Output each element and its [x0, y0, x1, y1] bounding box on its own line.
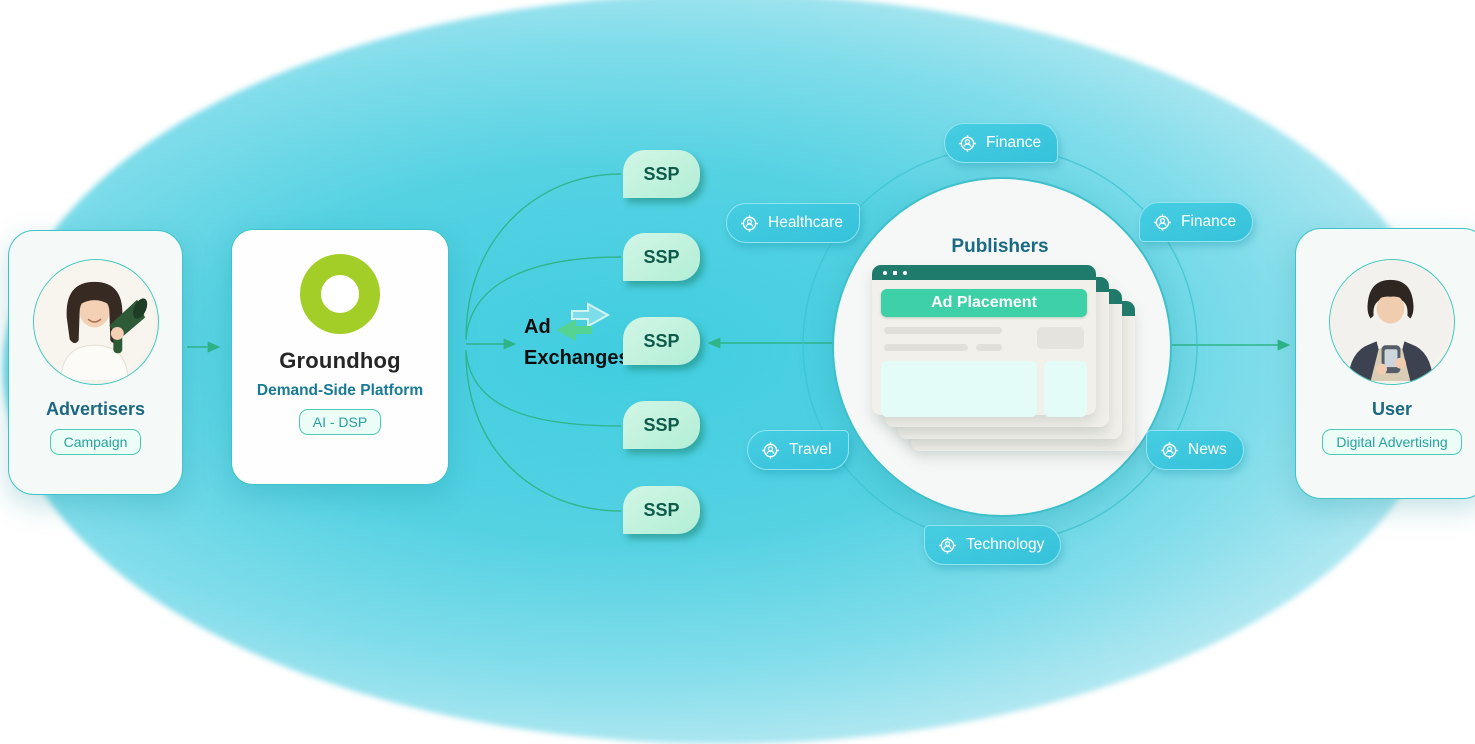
advertiser-photo: [32, 259, 159, 385]
tag-technology: Technology: [924, 525, 1062, 565]
ad-exchanges-line2: Exchanges: [524, 347, 630, 369]
window-control-dots-icon: [883, 270, 887, 275]
content-placeholders: [881, 361, 1087, 417]
green-ring-logo: [300, 254, 380, 334]
ssp-label: SSP: [643, 246, 680, 267]
ssp-node-3: SSP: [623, 317, 700, 365]
tag-label: News: [1188, 441, 1227, 458]
ssp-label: SSP: [643, 414, 680, 435]
window-bar: [872, 265, 1096, 280]
ssp-label: SSP: [643, 330, 680, 351]
advertisers-title: Advertisers: [45, 399, 146, 419]
tag-label: Finance: [986, 134, 1042, 151]
ai-dsp-badge: AI - DSP: [298, 409, 382, 435]
tag-label: Healthcare: [768, 214, 843, 231]
ad-placement-banner: Ad Placement: [881, 289, 1087, 317]
target-person-icon: [762, 441, 779, 459]
tag-news: News: [1146, 430, 1244, 470]
target-person-icon: [959, 134, 976, 152]
tag-finance-right: Finance: [1139, 202, 1254, 242]
tag-travel: Travel: [747, 430, 849, 470]
ssp-node-5: SSP: [623, 486, 700, 534]
digital-advertising-badge: Digital Advertising: [1322, 429, 1462, 455]
ad-exchanges-line1: Ad: [524, 316, 551, 338]
ssp-label: SSP: [643, 499, 680, 520]
user-card: User Digital Advertising: [1295, 228, 1475, 499]
window-control-dots-icon: [903, 270, 907, 275]
tag-finance-top: Finance: [944, 123, 1059, 163]
tag-label: Travel: [789, 441, 832, 458]
advertisers-card: Advertisers Campaign: [8, 230, 183, 495]
target-person-icon: [1161, 441, 1178, 459]
ssp-label: SSP: [643, 163, 680, 184]
brand-name: Groundhog: [279, 348, 401, 373]
tag-label: Technology: [966, 536, 1045, 553]
publishers-title: Publishers: [951, 236, 1049, 257]
target-person-icon: [741, 214, 758, 232]
target-person-icon: [1154, 213, 1171, 231]
content-skeleton: [884, 327, 1084, 349]
content-skeleton: [884, 344, 1084, 351]
browser-window-front: Ad Placement: [872, 265, 1096, 417]
campaign-badge: Campaign: [49, 429, 142, 455]
tag-healthcare: Healthcare: [726, 203, 860, 243]
tag-label: Finance: [1181, 213, 1237, 230]
user-photo: [1329, 259, 1455, 385]
ssp-node-1: SSP: [623, 150, 700, 198]
ssp-node-4: SSP: [623, 401, 700, 449]
target-person-icon: [939, 536, 956, 554]
dsp-subtitle: Demand-Side Platform: [256, 382, 424, 399]
dsp-card: Groundhog Demand-Side Platform AI - DSP: [231, 229, 449, 485]
publisher-pages-stack: Ad Placement: [872, 265, 1142, 460]
user-title: User: [1371, 399, 1413, 419]
ad-exchanges-label: Ad Exchanges: [524, 312, 630, 374]
window-control-dots-icon: [893, 270, 897, 275]
background-blob: [3, 0, 1443, 744]
ssp-node-2: SSP: [623, 233, 700, 281]
